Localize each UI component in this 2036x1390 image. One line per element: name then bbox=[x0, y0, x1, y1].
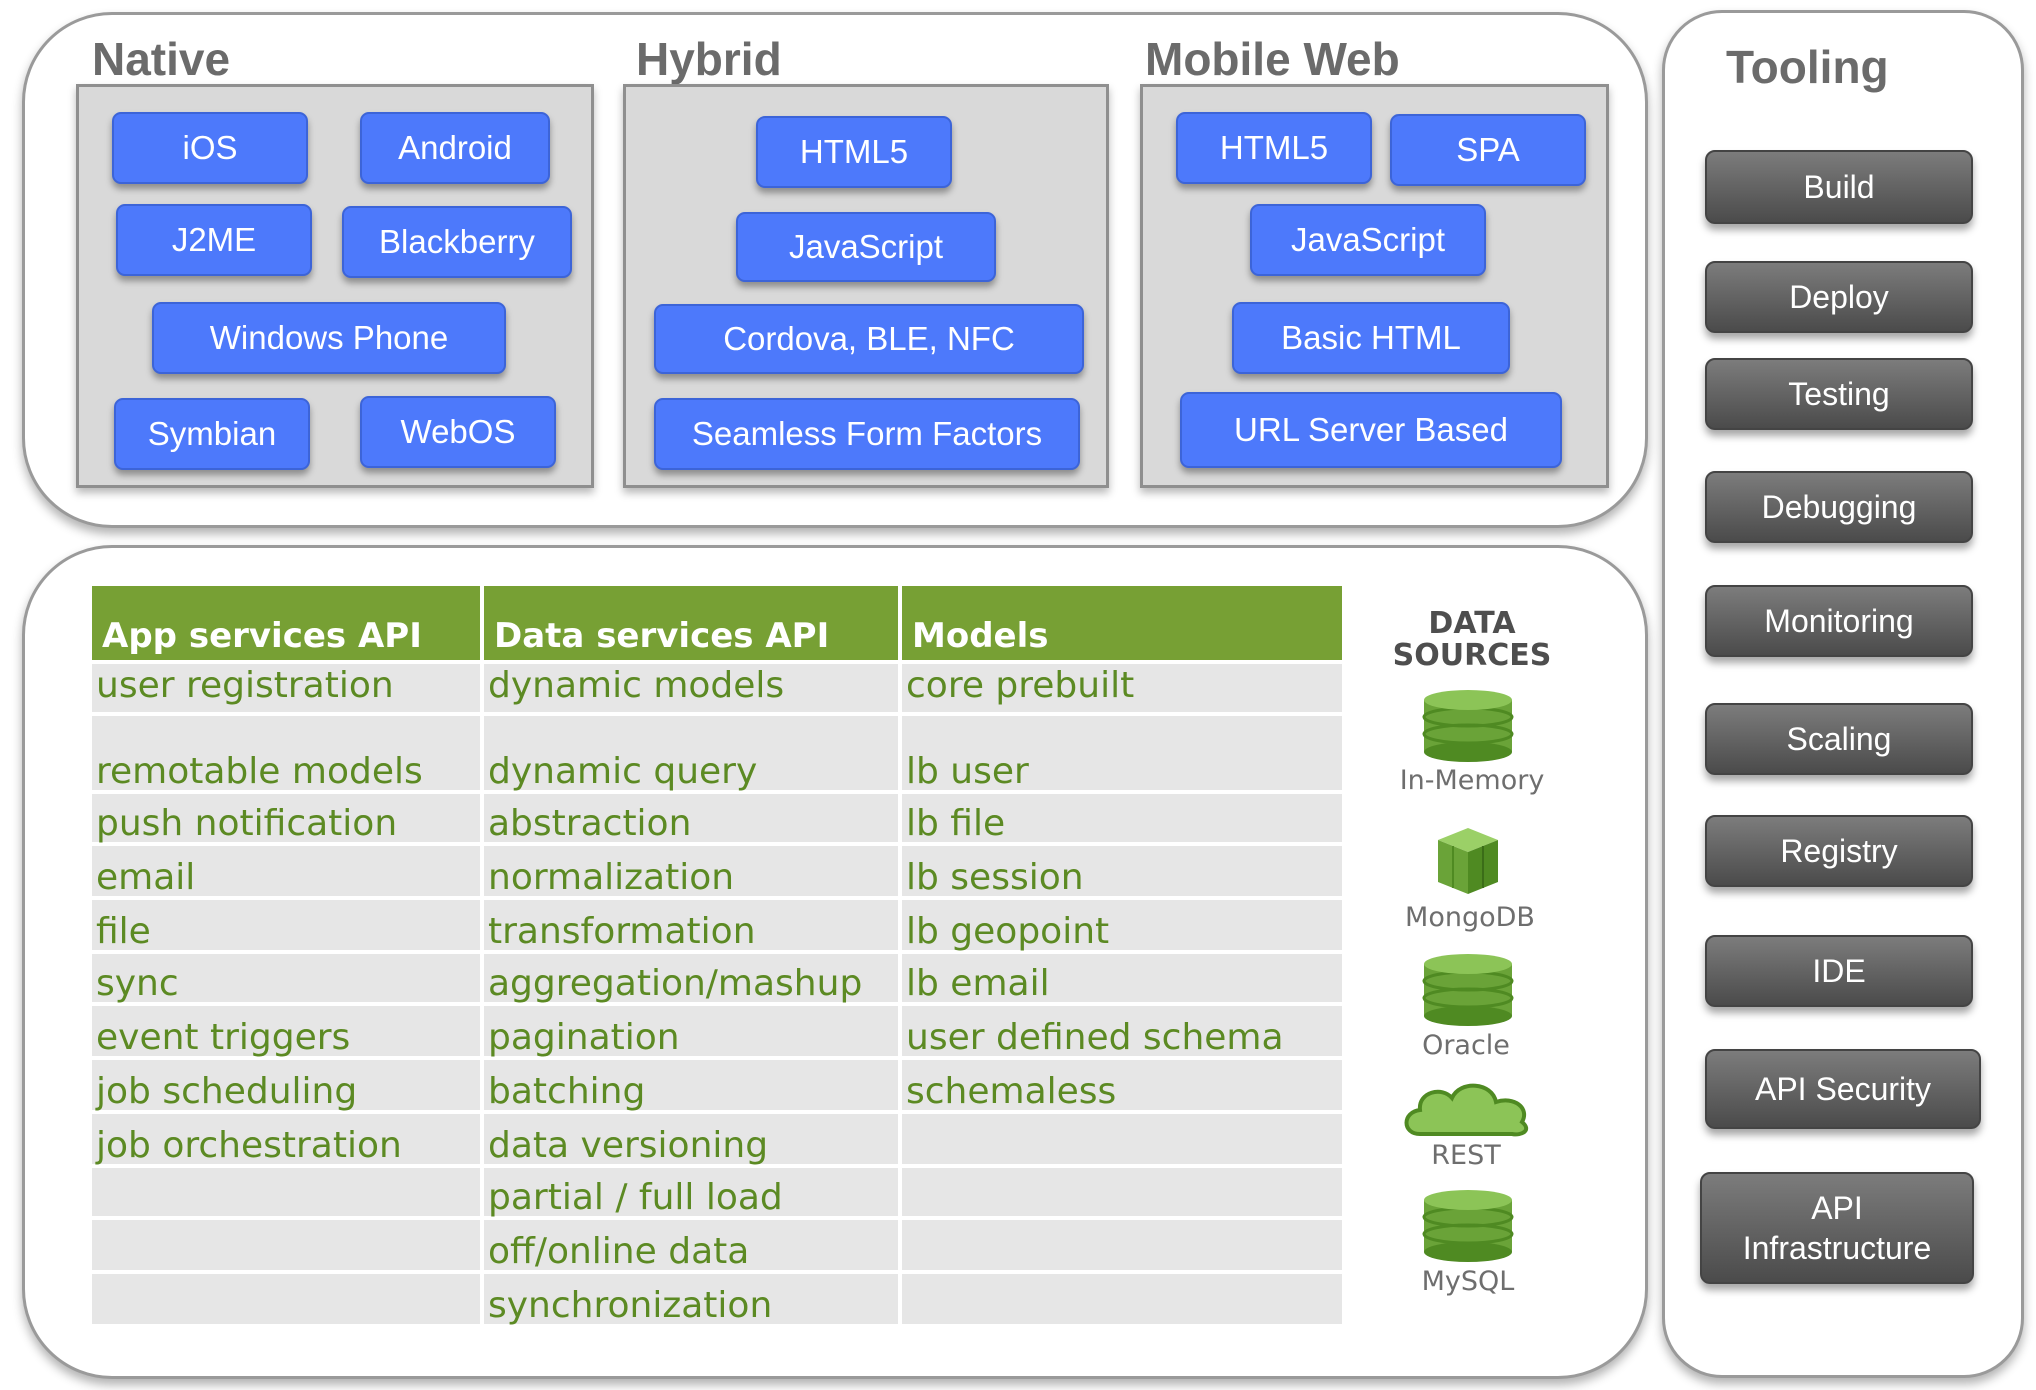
data-services-cell: aggregation/mashup bbox=[482, 952, 902, 1006]
tool-api-infrastructure-button[interactable]: API Infrastructure bbox=[1700, 1172, 1974, 1284]
hybrid-javascript-button[interactable]: JavaScript bbox=[736, 212, 996, 282]
models-cell bbox=[900, 1166, 1346, 1220]
services-table-row: synchronization bbox=[92, 1272, 1346, 1328]
mobile-web-basic-html-button[interactable]: Basic HTML bbox=[1232, 302, 1510, 374]
native-j2me-button[interactable]: J2ME bbox=[116, 204, 312, 276]
tool-scaling-button[interactable]: Scaling bbox=[1705, 703, 1973, 775]
app-services-cell bbox=[92, 1272, 484, 1328]
app-services-cell: job orchestration bbox=[92, 1112, 484, 1168]
tool-monitoring-button[interactable]: Monitoring bbox=[1705, 585, 1973, 657]
app-services-cell: file bbox=[92, 898, 484, 954]
column-header-data-services: Data services API bbox=[482, 586, 902, 664]
data-sources-header: DATA SOURCES bbox=[1392, 606, 1552, 674]
services-table: App services API Data services API Model… bbox=[92, 586, 1346, 1328]
data-source-label-in-memory: In-Memory bbox=[1399, 765, 1545, 796]
models-cell: lb geopoint bbox=[900, 898, 1346, 954]
database-icon bbox=[1422, 1190, 1514, 1262]
tooling-panel bbox=[1662, 10, 2024, 1378]
hybrid-seamless-form-factors-button[interactable]: Seamless Form Factors bbox=[654, 398, 1080, 470]
data-services-cell: off/online data bbox=[482, 1218, 902, 1274]
native-android-button[interactable]: Android bbox=[360, 112, 550, 184]
models-cell: lb file bbox=[900, 792, 1346, 846]
native-windows-phone-button[interactable]: Windows Phone bbox=[152, 302, 506, 374]
tool-debugging-button[interactable]: Debugging bbox=[1705, 471, 1973, 543]
tool-ide-button[interactable]: IDE bbox=[1705, 935, 1973, 1007]
data-source-label-mongodb: MongoDB bbox=[1405, 902, 1535, 933]
data-services-cell: normalization bbox=[482, 844, 902, 900]
models-cell: lb email bbox=[900, 952, 1346, 1006]
data-services-cell: dynamic models bbox=[482, 662, 902, 716]
hybrid-cordova-button[interactable]: Cordova, BLE, NFC bbox=[654, 304, 1084, 374]
mobile-web-spa-button[interactable]: SPA bbox=[1390, 114, 1586, 186]
native-ios-button[interactable]: iOS bbox=[112, 112, 308, 184]
models-cell: schemaless bbox=[900, 1058, 1346, 1114]
app-services-cell bbox=[92, 1166, 484, 1220]
data-services-cell: data versioning bbox=[482, 1112, 902, 1168]
models-cell: lb user bbox=[900, 714, 1346, 794]
models-cell bbox=[900, 1112, 1346, 1168]
tool-testing-button[interactable]: Testing bbox=[1705, 358, 1973, 430]
column-header-models: Models bbox=[900, 586, 1346, 664]
mobile-web-url-server-based-button[interactable]: URL Server Based bbox=[1180, 392, 1562, 468]
database-icon bbox=[1422, 954, 1514, 1026]
data-services-cell: transformation bbox=[482, 898, 902, 954]
data-source-label-oracle: Oracle bbox=[1422, 1030, 1510, 1061]
data-services-cell: pagination bbox=[482, 1004, 902, 1060]
data-services-cell: batching bbox=[482, 1058, 902, 1114]
hybrid-title: Hybrid bbox=[636, 33, 782, 85]
column-header-app-services: App services API bbox=[92, 586, 484, 664]
mobile-web-html5-button[interactable]: HTML5 bbox=[1176, 112, 1372, 184]
native-blackberry-button[interactable]: Blackberry bbox=[342, 206, 572, 278]
app-services-cell: job scheduling bbox=[92, 1058, 484, 1114]
models-cell bbox=[900, 1272, 1346, 1328]
data-services-cell: partial / full load bbox=[482, 1166, 902, 1220]
data-source-label-rest: REST bbox=[1431, 1140, 1501, 1171]
data-sources-header-text: DATA SOURCES bbox=[1392, 606, 1552, 674]
cube-icon bbox=[1438, 828, 1498, 894]
models-cell: user defined schema bbox=[900, 1004, 1346, 1060]
models-cell bbox=[900, 1218, 1346, 1274]
tool-deploy-button[interactable]: Deploy bbox=[1705, 261, 1973, 333]
services-table-row: partial / full load bbox=[92, 1166, 1346, 1220]
data-services-cell: dynamic query bbox=[482, 714, 902, 794]
cloud-icon bbox=[1404, 1083, 1529, 1137]
app-services-cell: user registration bbox=[92, 662, 484, 716]
mobile-web-title: Mobile Web bbox=[1145, 33, 1400, 85]
mobile-web-javascript-button[interactable]: JavaScript bbox=[1250, 204, 1486, 276]
app-services-cell: remotable models bbox=[92, 714, 484, 794]
database-icon bbox=[1422, 690, 1514, 762]
tool-build-button[interactable]: Build bbox=[1705, 150, 1973, 224]
tool-registry-button[interactable]: Registry bbox=[1705, 815, 1973, 887]
native-title: Native bbox=[92, 33, 231, 85]
tool-api-security-button[interactable]: API Security bbox=[1705, 1049, 1981, 1129]
native-webos-button[interactable]: WebOS bbox=[360, 396, 556, 468]
data-services-cell: synchronization bbox=[482, 1272, 902, 1328]
app-services-cell: push notification bbox=[92, 792, 484, 846]
app-services-cell: event triggers bbox=[92, 1004, 484, 1060]
app-services-cell: sync bbox=[92, 952, 484, 1006]
tooling-title: Tooling bbox=[1726, 41, 1889, 93]
app-services-cell: email bbox=[92, 844, 484, 900]
hybrid-html5-button[interactable]: HTML5 bbox=[756, 116, 952, 188]
native-symbian-button[interactable]: Symbian bbox=[114, 398, 310, 470]
services-table-row: off/online data bbox=[92, 1218, 1346, 1274]
data-services-cell: abstraction bbox=[482, 792, 902, 846]
services-table-header-row: App services API Data services API Model… bbox=[92, 586, 1346, 664]
models-cell: core prebuilt bbox=[900, 662, 1346, 716]
models-cell: lb session bbox=[900, 844, 1346, 900]
data-source-label-mysql: MySQL bbox=[1421, 1266, 1515, 1297]
app-services-cell bbox=[92, 1218, 484, 1274]
